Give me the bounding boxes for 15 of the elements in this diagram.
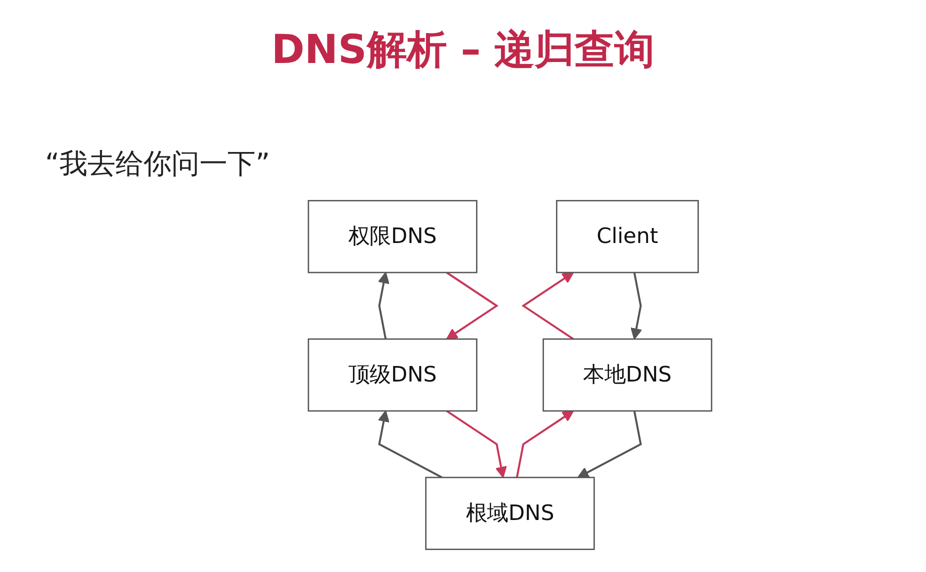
arrow: [522, 272, 574, 340]
arrow: [446, 410, 507, 478]
arrow: [630, 272, 642, 340]
title: DNS解析 – 递归查询: [270, 26, 656, 75]
node-box: Client: [556, 200, 699, 274]
arrow: [378, 272, 390, 340]
node-box: 权限DNS: [308, 200, 478, 274]
arrow: [446, 272, 498, 340]
node-box: 根域DNS: [425, 476, 595, 550]
node-box: 顶级DNS: [308, 338, 478, 412]
quote-text: “我去给你问一下”: [45, 146, 270, 182]
arrow: [577, 410, 642, 478]
arrow: [516, 410, 574, 478]
arrow: [378, 410, 443, 478]
node-box: 本地DNS: [542, 338, 712, 412]
